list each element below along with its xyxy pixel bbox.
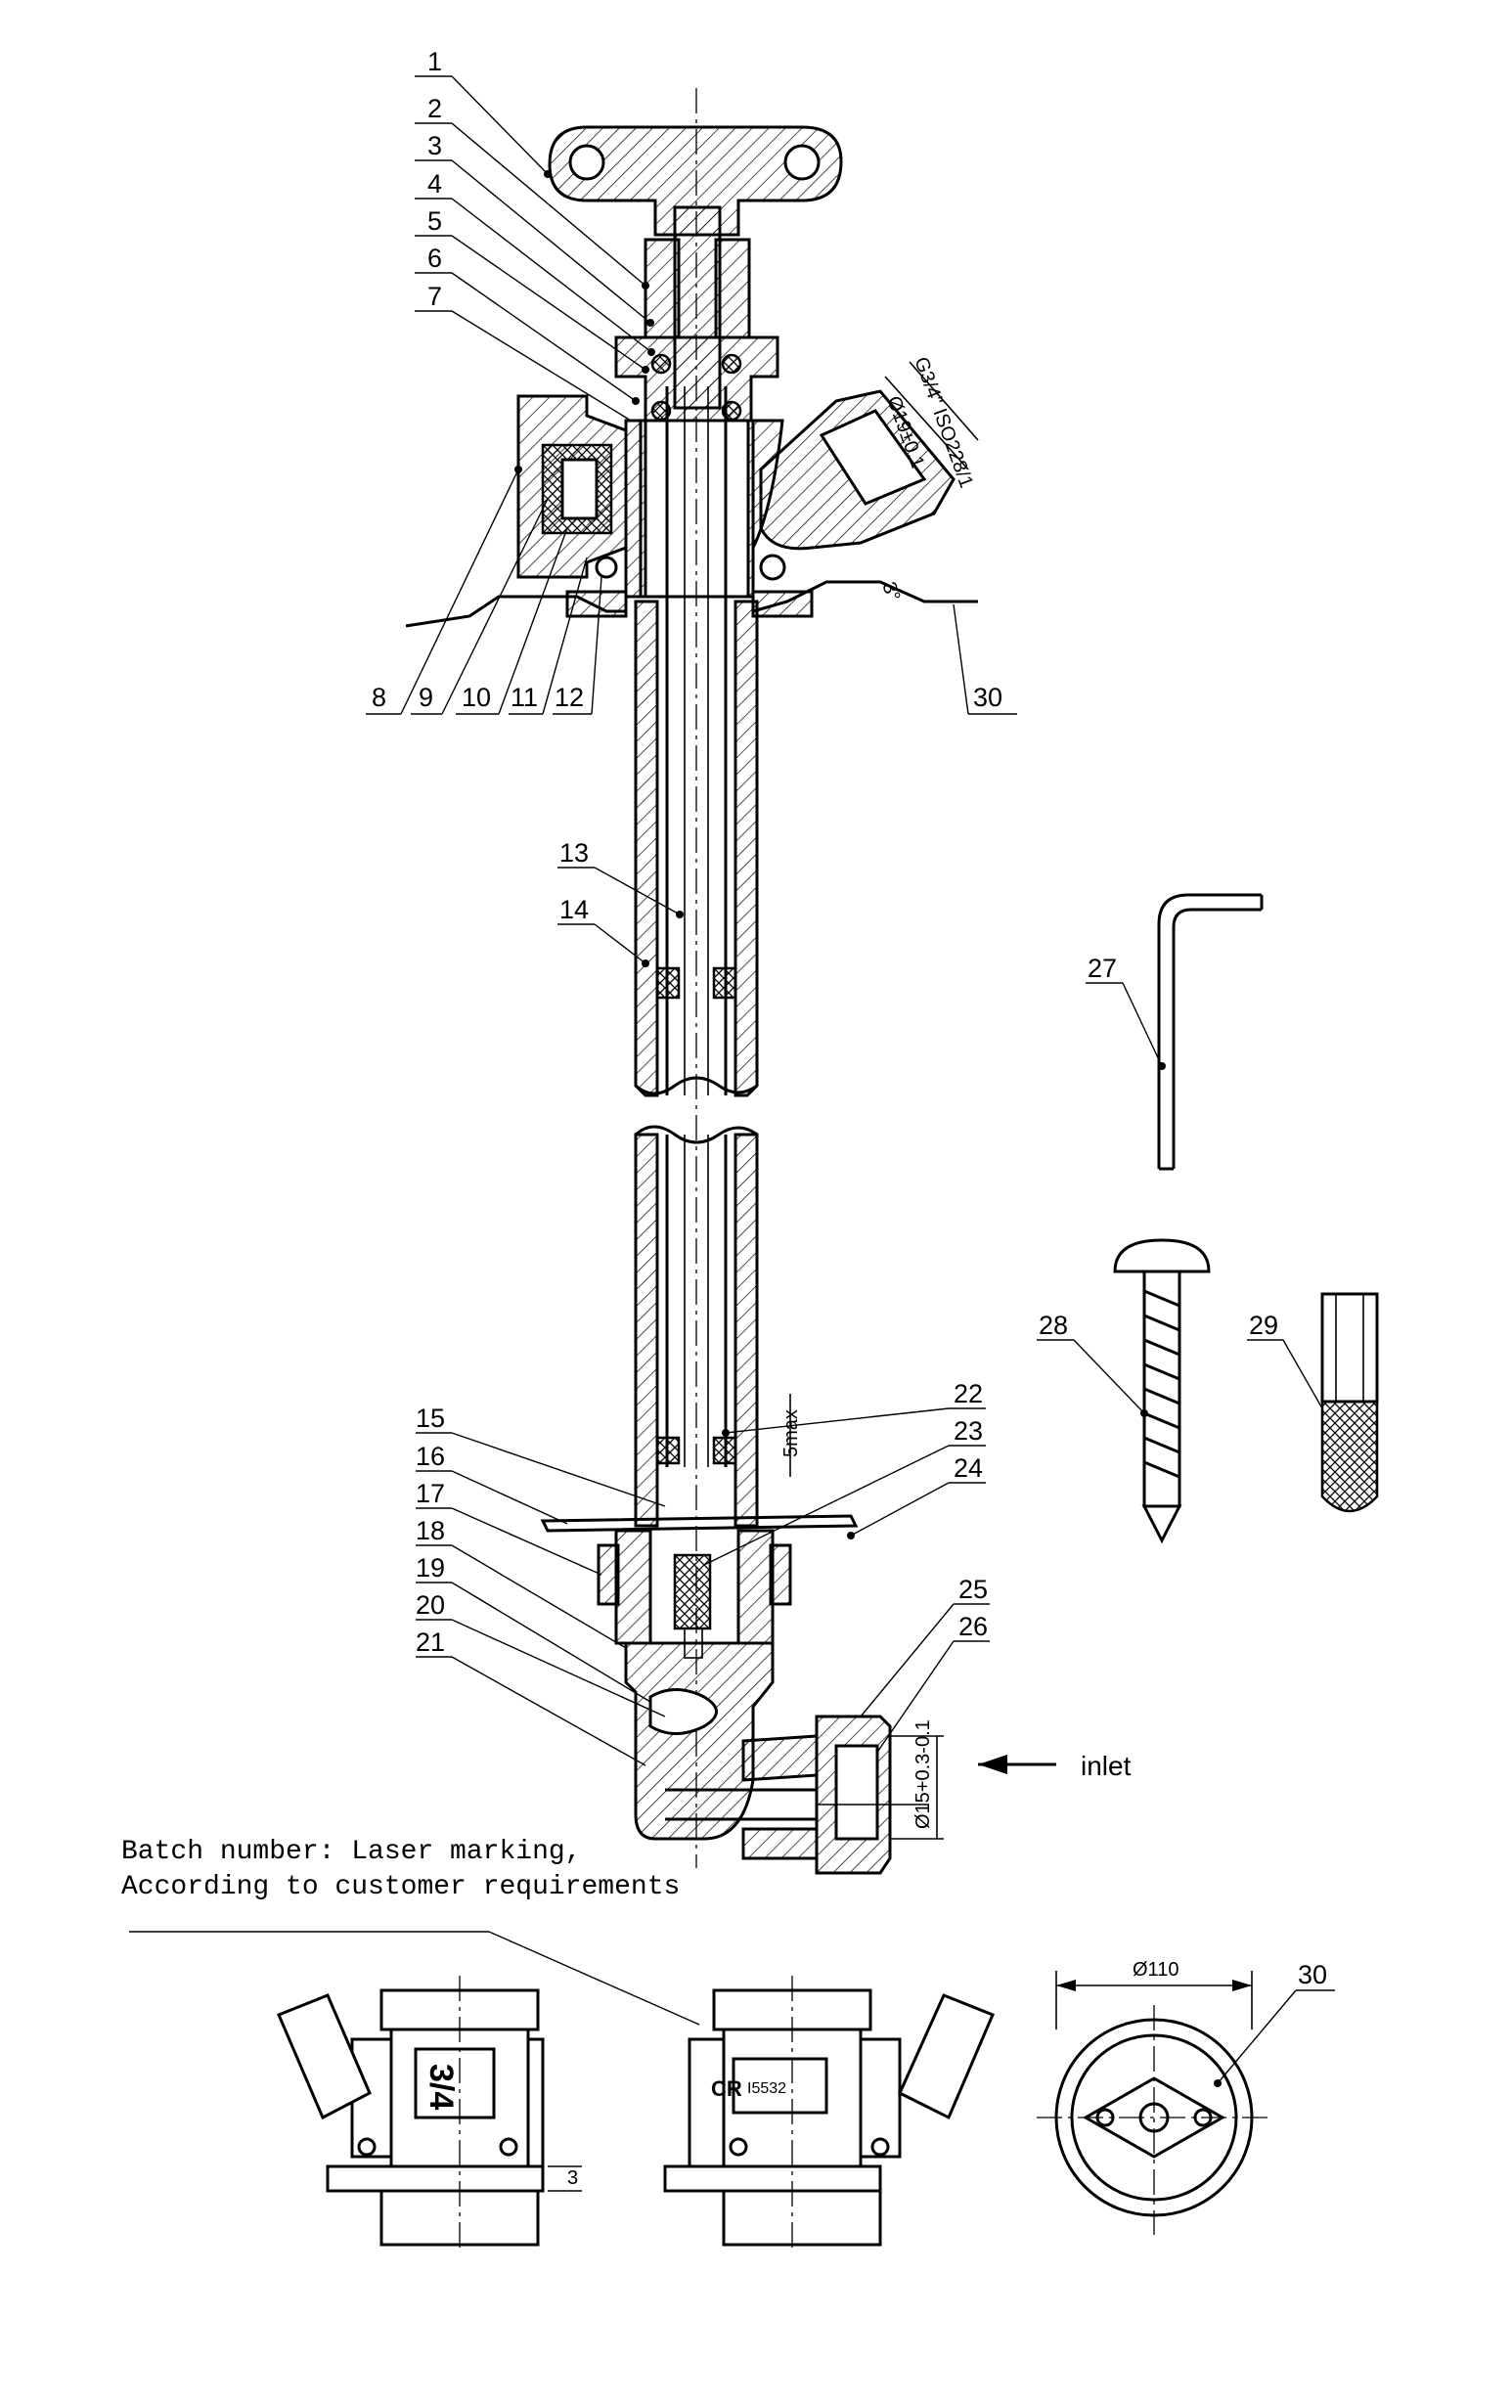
part-13: 13	[559, 838, 589, 868]
flange-thickness-dim: 3	[567, 2167, 578, 2189]
part-14: 14	[559, 895, 589, 924]
batch-note-line1: Batch number: Laser marking,	[121, 1837, 581, 1867]
part-30-bottom: 30	[1298, 1960, 1327, 1989]
inlet-valve	[540, 1514, 1056, 1875]
part-28: 28	[1039, 1311, 1068, 1340]
part-10: 10	[462, 683, 491, 712]
part-1: 1	[427, 47, 442, 76]
t-handle	[548, 125, 843, 237]
wall-plug	[1320, 1292, 1379, 1513]
hex-key	[1157, 893, 1264, 1171]
gap-dim: 5max	[780, 1409, 802, 1457]
inlet-dia-dim: Ø15+0.3-0.1	[912, 1719, 934, 1829]
part-27: 27	[1088, 954, 1117, 983]
part-26: 26	[958, 1612, 988, 1641]
brand-mark: CR	[711, 2076, 742, 2101]
part-22: 22	[954, 1379, 983, 1408]
flange-dia-dim: Ø110	[1133, 1959, 1178, 1981]
part-18: 18	[416, 1516, 445, 1545]
part-17: 17	[416, 1479, 445, 1508]
part-leaders	[129, 75, 1335, 2087]
part-20: 20	[416, 1590, 445, 1620]
part-21: 21	[416, 1628, 445, 1657]
part-9: 9	[419, 683, 433, 712]
part-4: 4	[427, 169, 442, 199]
part-11: 11	[511, 683, 538, 712]
inlet-label: inlet	[1081, 1751, 1132, 1781]
part-29: 29	[1249, 1311, 1278, 1340]
part-7: 7	[427, 282, 442, 311]
extension-pipe	[634, 386, 759, 1528]
dimensions: G3/4" ISO228/1 Ø19±0.1 3° 5max Ø15+0.3-0…	[780, 354, 1132, 1829]
screw	[1113, 1238, 1211, 1544]
code-mark: I5532	[747, 2080, 786, 2097]
flange-top-view: Ø110	[1037, 1959, 1271, 2235]
part-19: 19	[416, 1553, 445, 1583]
part-25: 25	[958, 1575, 988, 1604]
front-view-right: CR I5532	[663, 1976, 995, 2250]
valve-head	[405, 88, 978, 1868]
part-30-top: 30	[973, 683, 1002, 712]
front-view-left: 3/4 3	[277, 1976, 582, 2250]
part-3: 3	[427, 131, 442, 160]
size-mark: 3/4	[422, 2064, 460, 2110]
part-16: 16	[416, 1442, 445, 1471]
part-6: 6	[427, 244, 442, 273]
part-2: 2	[427, 94, 442, 123]
part-12: 12	[555, 683, 584, 712]
part-numbers: 1 2 3 4 5 6 7 8 9 10 11 12 30 13 14 15 1…	[372, 47, 1327, 1989]
part-15: 15	[416, 1404, 445, 1433]
part-24: 24	[954, 1453, 983, 1483]
part-5: 5	[427, 206, 442, 236]
part-23: 23	[954, 1416, 983, 1446]
batch-note-line2: According to customer requirements	[121, 1872, 680, 1902]
part-8: 8	[372, 683, 386, 712]
